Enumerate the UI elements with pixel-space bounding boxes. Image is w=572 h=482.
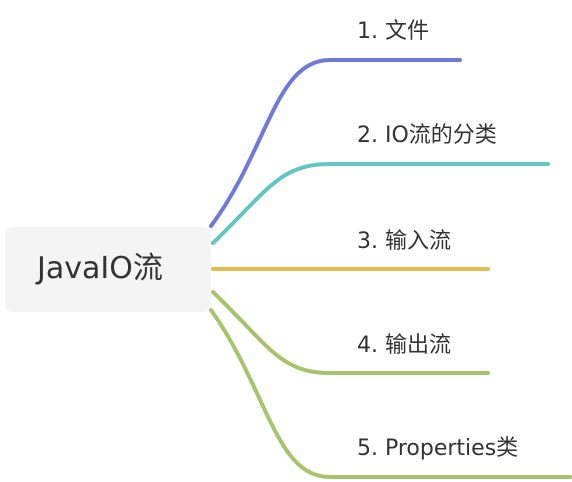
- connector-output-stream: [211, 290, 490, 375]
- branch-node-properties-class[interactable]: 5. Properties类: [357, 436, 519, 461]
- connector-properties-class: [209, 308, 572, 479]
- root-node-label: JavaIO流: [37, 251, 163, 286]
- connector-io-stream-classification: [211, 162, 550, 245]
- connector-files: [209, 58, 462, 228]
- branch-node-input-stream[interactable]: 3. 输入流: [357, 229, 451, 254]
- branch-node-files[interactable]: 1. 文件: [357, 19, 429, 44]
- branch-node-output-stream[interactable]: 4. 输出流: [357, 333, 451, 358]
- branch-node-io-stream-classification[interactable]: 2. IO流的分类: [357, 123, 497, 148]
- root-node[interactable]: [5, 227, 211, 312]
